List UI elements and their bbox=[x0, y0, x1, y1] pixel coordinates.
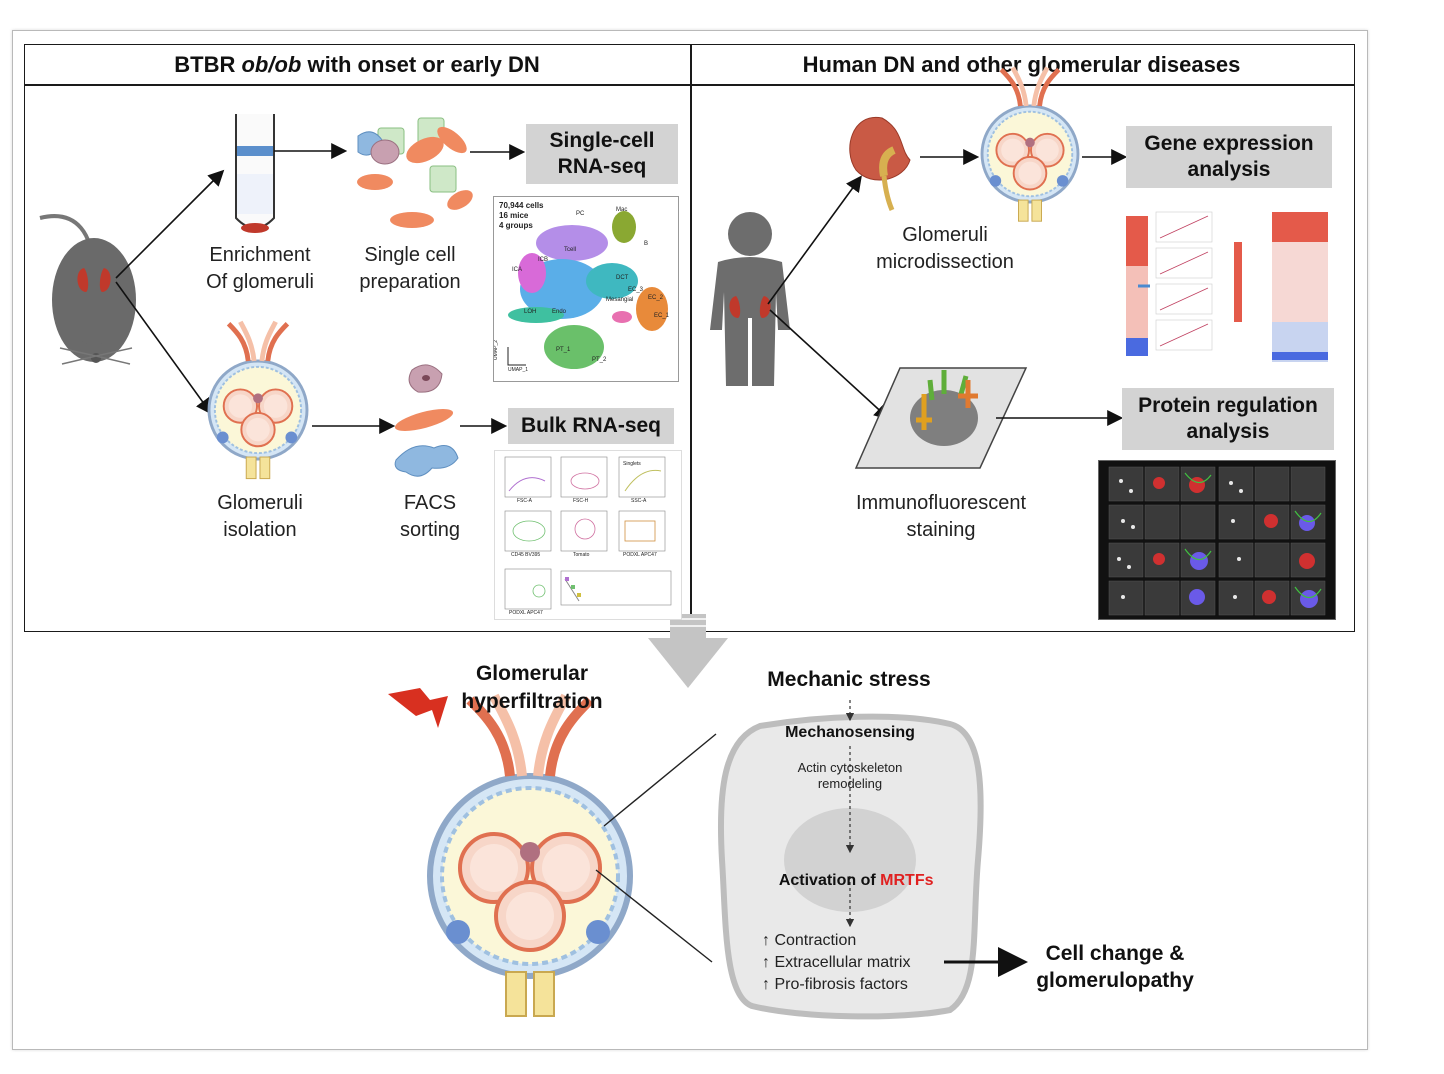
activation-pre: Activation of bbox=[778, 872, 881, 889]
umap-cluster-pt1: PT_1 bbox=[556, 347, 571, 353]
umap-cluster-tcell: Tcell bbox=[564, 247, 577, 253]
down-arrow-icon bbox=[648, 614, 728, 688]
facs-cells-icon bbox=[394, 364, 459, 477]
umap-cluster-mac: Mac bbox=[616, 207, 628, 213]
facs-axis-3: SSC-A bbox=[631, 498, 647, 504]
gene-expression-thumbnail bbox=[1096, 202, 1342, 366]
umap-cluster-pc: PC bbox=[576, 211, 585, 217]
activation-label: Activation of MRTFs bbox=[752, 854, 952, 890]
immunofluorescence-thumbnail bbox=[1098, 460, 1336, 620]
microdissection-label: Glomeruli microdissection bbox=[876, 224, 1014, 273]
glomerulus-small-icon bbox=[209, 322, 307, 479]
facs-axis-7: PODXL APC47 bbox=[623, 552, 657, 558]
mechanosensing-label: Mechanosensing bbox=[785, 724, 915, 741]
umap-cluster-icb: ICB bbox=[538, 257, 549, 263]
umap-cluster-mesangial: Mesangial bbox=[606, 297, 634, 303]
umap-cluster-dct: DCT bbox=[616, 275, 629, 281]
left-header-post: with onset or early DN bbox=[301, 52, 540, 77]
effect-ecm: ↑ Extracellular matrix bbox=[762, 954, 911, 971]
header-divider bbox=[24, 84, 1355, 86]
slide-icon bbox=[854, 367, 1028, 469]
left-header: BTBR ob/ob with onset or early DN bbox=[24, 52, 690, 78]
left-header-pre: BTBR bbox=[174, 52, 242, 77]
right-header: Human DN and other glomerular diseases bbox=[802, 52, 1241, 77]
umap-cluster-endo: Endo bbox=[552, 309, 567, 315]
nucleus bbox=[784, 808, 916, 912]
umap-cluster-b: B bbox=[644, 241, 649, 247]
facs-axis-1: FSC-A bbox=[517, 498, 532, 504]
outcome-label: Cell change & glomerulopathy bbox=[1036, 942, 1194, 992]
facs-axis-8: PODXL APC47 bbox=[509, 610, 543, 616]
facs-axis-6: Tomato bbox=[573, 552, 590, 558]
facs-label: FACS sorting bbox=[399, 492, 461, 541]
umap-cluster-ec3: EC_3 bbox=[628, 287, 644, 293]
test-tube-icon bbox=[235, 114, 275, 233]
lightning-icon bbox=[388, 688, 448, 728]
actin-remodeling-label: Actin cytoskeleton remodeling bbox=[797, 760, 903, 791]
mouse-icon bbox=[39, 214, 136, 365]
protein-regulation-box: Protein regulation analysis bbox=[1122, 388, 1334, 450]
left-panel bbox=[24, 44, 692, 632]
human-icon bbox=[710, 212, 790, 386]
facs-plots-thumbnail: FSC-A FSC-H SSC-A Singlets CD45 BV395 To… bbox=[494, 450, 682, 620]
facs-axis-2: FSC-H bbox=[573, 498, 589, 504]
umap-cluster-ica: ICA bbox=[512, 267, 523, 273]
hyperfiltration-label: Glomerular hyperfiltration bbox=[461, 662, 603, 713]
single-cells-icon bbox=[357, 117, 473, 228]
enrichment-label: Enrichment Of glomeruli bbox=[206, 244, 314, 293]
umap-cluster-pt2: PT_2 bbox=[592, 357, 607, 363]
scrnaseq-box: Single-cell RNA-seq bbox=[526, 124, 678, 184]
right-panel bbox=[690, 44, 1355, 632]
umap-axis-x: UMAP_1 bbox=[508, 367, 529, 373]
umap-cluster-loh: LOH bbox=[524, 309, 537, 315]
glomeruli-isolation-label: Glomeruli isolation bbox=[217, 492, 303, 541]
immunofluorescent-label: Immunofluorescent staining bbox=[855, 492, 1027, 541]
glomerulus-large-icon bbox=[430, 696, 630, 1016]
umap-stats: 70,944 cells 16 mice 4 groups bbox=[499, 201, 544, 230]
umap-cluster-ec2: EC_2 bbox=[648, 295, 664, 301]
umap-cluster-ec1: EC_1 bbox=[654, 313, 670, 319]
umap-thumbnail: 70,944 cells 16 mice 4 groups PC Mac B T… bbox=[493, 196, 679, 382]
mechanic-stress-label: Mechanic stress bbox=[767, 668, 931, 691]
bulk-rnaseq-box: Bulk RNA-seq bbox=[508, 408, 674, 444]
facs-axis-5: CD45 BV395 bbox=[511, 552, 541, 558]
facs-axis-4: Singlets bbox=[623, 461, 641, 467]
single-cell-prep-label: Single cell preparation bbox=[359, 244, 461, 293]
umap-axis-y: UMAP_2 bbox=[493, 339, 500, 361]
gene-expression-box: Gene expression analysis bbox=[1126, 126, 1332, 188]
effect-profibrosis: ↑ Pro-fibrosis factors bbox=[762, 976, 908, 993]
left-header-italic: ob/ob bbox=[241, 52, 302, 77]
kidney-icon bbox=[849, 116, 911, 211]
activation-highlight: MRTFs bbox=[880, 872, 934, 889]
glomerulus-right-icon bbox=[982, 68, 1078, 222]
effect-contraction: ↑ Contraction bbox=[762, 932, 857, 949]
